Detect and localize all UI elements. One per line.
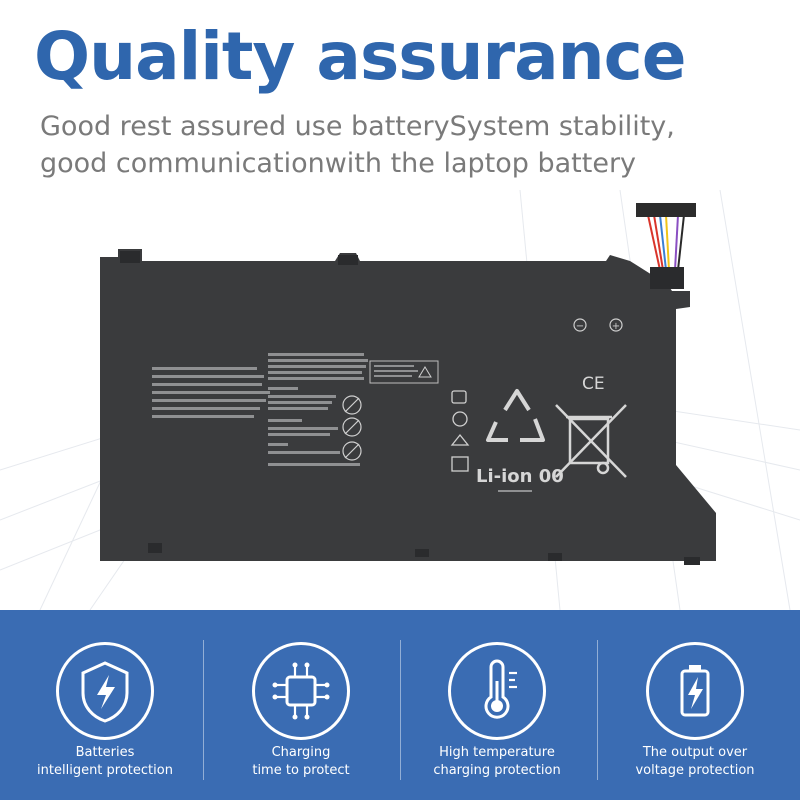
feature-high-temperature: High temperature charging protection xyxy=(397,630,597,800)
ce-mark: CE xyxy=(582,374,605,394)
subtitle: Good rest assured use batterySystem stab… xyxy=(40,108,675,182)
divider xyxy=(400,640,401,780)
laptop-battery-image: − + CE xyxy=(100,203,716,565)
feature-label: Charging time to protect xyxy=(201,744,401,780)
feature-label-line1: Charging xyxy=(271,745,331,760)
plus-marker: + xyxy=(612,321,620,332)
feature-label-line2: intelligent protection xyxy=(37,763,173,778)
crossed-bin-icon xyxy=(555,404,627,478)
divider xyxy=(203,640,204,780)
recycle-icon xyxy=(486,389,545,442)
feature-icon-circle xyxy=(448,642,546,740)
minus-marker: − xyxy=(576,321,584,332)
li-ion-label: Li-ion 00 xyxy=(476,466,564,487)
warning-icons xyxy=(342,395,362,461)
subtitle-line-2: good communicationwith the laptop batter… xyxy=(40,148,637,179)
feature-label-line2: charging protection xyxy=(433,763,561,778)
battery-bolt-icon xyxy=(680,665,710,717)
divider xyxy=(597,640,598,780)
feature-label: The output over voltage protection xyxy=(595,744,795,780)
feature-icon-circle xyxy=(56,642,154,740)
feature-label-line1: Batteries xyxy=(75,745,135,760)
feature-label-line2: voltage protection xyxy=(635,763,755,778)
subtitle-line-1: Good rest assured use batterySystem stab… xyxy=(40,111,675,142)
feature-label: Batteries intelligent protection xyxy=(5,744,205,780)
spec-text-block xyxy=(152,353,368,466)
feature-charging-time: Charging time to protect xyxy=(201,630,401,800)
page-title: Quality assurance xyxy=(34,18,686,95)
feature-label-line1: High temperature xyxy=(439,745,555,760)
feature-label-line1: The output over xyxy=(642,745,748,760)
feature-label: High temperature charging protection xyxy=(397,744,597,780)
connector-wires xyxy=(647,214,685,271)
feature-battery-protection: Batteries intelligent protection xyxy=(5,630,205,800)
battery-body xyxy=(100,249,716,561)
feature-label-line2: time to protect xyxy=(252,763,350,778)
thermometer-icon xyxy=(484,659,517,719)
circuit-board-icon xyxy=(272,662,330,720)
feature-band: Batteries intelligent protection xyxy=(0,610,800,800)
feature-icon-circle xyxy=(252,642,350,740)
feature-over-voltage: The output over voltage protection xyxy=(595,630,795,800)
feature-icon-circle xyxy=(646,642,744,740)
shield-lightning-icon xyxy=(81,661,129,723)
